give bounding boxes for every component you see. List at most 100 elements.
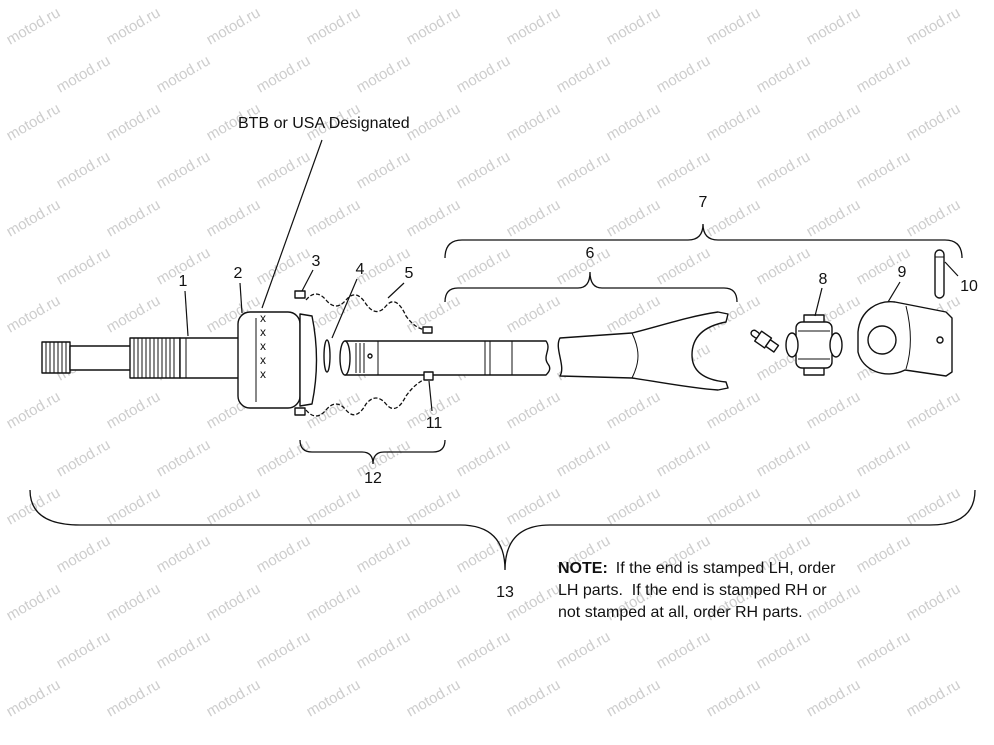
brace-7: [444, 223, 963, 259]
callout-8: 8: [819, 271, 828, 288]
watermark-text: motod.ru: [304, 196, 364, 240]
shaft-left-segment: [344, 340, 551, 376]
watermark-text: motod.ru: [904, 388, 964, 432]
watermark-text: motod.ru: [54, 436, 114, 480]
leader-3: [301, 269, 314, 292]
boot-clamp-small-top: [422, 326, 433, 334]
watermark-text: motod.ru: [604, 484, 664, 528]
watermark-text: motod.ru: [554, 52, 614, 96]
watermark-text: motod.ru: [354, 52, 414, 96]
cross-cap-left: [785, 332, 799, 358]
watermark-text: motod.ru: [104, 196, 164, 240]
watermark-text: motod.ru: [854, 532, 914, 576]
watermark-text: motod.ru: [904, 580, 964, 624]
watermark-text: motod.ru: [754, 436, 814, 480]
callout-3: 3: [312, 253, 321, 270]
watermark-text: motod.ru: [454, 52, 514, 96]
note-line-2: LH parts. If the end is stamped RH or: [558, 582, 827, 599]
part-4-retaining-ring: [323, 339, 331, 373]
part-2-cv-housing: x x x x x: [237, 311, 318, 409]
watermark-text: motod.ru: [854, 148, 914, 192]
designation-mark: x: [260, 311, 266, 325]
watermark-text: motod.ru: [554, 244, 614, 288]
watermark-text: motod.ru: [304, 676, 364, 720]
watermark-text: motod.ru: [704, 196, 764, 240]
callout-2: 2: [234, 265, 243, 282]
shaft-detail-lines: [355, 341, 513, 375]
watermark-text: motod.ru: [104, 388, 164, 432]
watermark-text: motod.ru: [804, 196, 864, 240]
leader-4: [331, 278, 358, 339]
watermark-text: motod.ru: [254, 148, 314, 192]
watermark-text: motod.ru: [554, 148, 614, 192]
plate-bore: [867, 325, 897, 355]
watermark-text: motod.ru: [154, 52, 214, 96]
watermark-text: motod.ru: [804, 484, 864, 528]
housing-cap: [299, 313, 318, 407]
designation-mark: x: [260, 339, 266, 353]
watermark-text: motod.ru: [304, 4, 364, 48]
note-heading: NOTE:: [558, 560, 608, 577]
watermark-text: motod.ru: [4, 388, 64, 432]
callout-4: 4: [356, 261, 365, 278]
watermark-text: motod.ru: [654, 244, 714, 288]
watermark-text: motod.ru: [504, 484, 564, 528]
watermark-text: motod.ru: [654, 52, 714, 96]
boot-bottom-outline: [305, 377, 429, 417]
watermark-text: motod.ru: [804, 4, 864, 48]
watermark-text: motod.ru: [54, 52, 114, 96]
watermark-text: motod.ru: [254, 628, 314, 672]
designation-mark: x: [260, 367, 266, 381]
leader-2: [239, 282, 243, 314]
note-line-3: not stamped at all, order RH parts.: [558, 604, 803, 621]
watermark-text: motod.ru: [754, 52, 814, 96]
watermark-text: motod.ru: [554, 628, 614, 672]
watermark-text: motod.ru: [4, 196, 64, 240]
shaft-hole: [367, 353, 373, 359]
watermark-text: motod.ru: [4, 676, 64, 720]
clamp-top: [294, 290, 306, 299]
watermark-text: motod.ru: [654, 436, 714, 480]
watermark-text: motod.ru: [704, 4, 764, 48]
watermark-text: motod.ru: [404, 4, 464, 48]
watermark-text: motod.ru: [104, 4, 164, 48]
callout-9: 9: [898, 264, 907, 281]
watermark-text: motod.ru: [254, 436, 314, 480]
part-10-roll-pin: [934, 249, 945, 299]
watermark-text: motod.ru: [504, 292, 564, 336]
leader-10: [944, 261, 959, 277]
watermark-text: motod.ru: [404, 100, 464, 144]
housing-body: [237, 311, 301, 409]
leader-9: [887, 281, 901, 303]
watermark-text: motod.ru: [154, 436, 214, 480]
watermark-text: motod.ru: [454, 532, 514, 576]
watermark-text: motod.ru: [604, 4, 664, 48]
watermark-text: motod.ru: [654, 148, 714, 192]
watermark-text: motod.ru: [104, 580, 164, 624]
watermark-text: motod.ru: [354, 628, 414, 672]
watermark-text: motod.ru: [504, 100, 564, 144]
watermark-text: motod.ru: [404, 484, 464, 528]
note-block: NOTE:If the end is stamped LH, order LH …: [558, 560, 836, 621]
designation-mark: x: [260, 353, 266, 367]
leader-5: [387, 282, 405, 299]
watermark-text: motod.ru: [204, 4, 264, 48]
watermark-text: motod.ru: [754, 628, 814, 672]
watermark-text: motod.ru: [354, 436, 414, 480]
cross-lines: [798, 330, 830, 360]
part-9-yoke-plate: [857, 301, 953, 377]
note-line-1: NOTE:If the end is stamped LH, order: [558, 560, 836, 577]
part-5-boot: [305, 293, 433, 417]
brace-12: [299, 439, 446, 465]
watermark-text: motod.ru: [154, 148, 214, 192]
designation-label: BTB or USA Designated: [238, 115, 410, 132]
watermark-text: motod.ru: [754, 244, 814, 288]
part-3-boot-clamp: [294, 290, 306, 416]
watermark-text: motod.ru: [904, 676, 964, 720]
watermark-text: motod.ru: [254, 52, 314, 96]
watermark-text: motod.ru: [854, 436, 914, 480]
watermark-text: motod.ru: [454, 436, 514, 480]
watermark-text: motod.ru: [154, 628, 214, 672]
leader-1: [184, 290, 189, 337]
shaft-section: [69, 345, 133, 371]
